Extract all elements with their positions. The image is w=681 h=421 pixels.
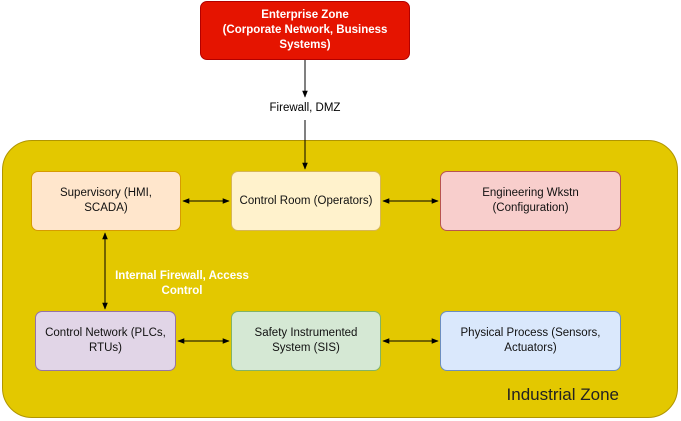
control-network-box[interactable]: Control Network (PLCs, RTUs) (35, 311, 176, 371)
firewall-dmz-label: Firewall, DMZ (269, 102, 341, 114)
sis-label: Safety Instrumented System (SIS) (254, 327, 358, 354)
enterprise-zone-label: Enterprise Zone (Corporate Network, Busi… (222, 9, 388, 51)
control-room-box[interactable]: Control Room (Operators) (231, 171, 381, 231)
industrial-zone-label: Industrial Zone (506, 385, 619, 404)
internal-firewall-label: Internal Firewall, Access Control (115, 270, 249, 297)
physical-process-label: Physical Process (Sensors, Actuators) (460, 327, 601, 354)
engineering-label: Engineering Wkstn (Configuration) (482, 187, 579, 214)
sis-box[interactable]: Safety Instrumented System (SIS) (231, 311, 381, 371)
enterprise-zone-box[interactable]: Enterprise Zone (Corporate Network, Busi… (200, 1, 410, 60)
supervisory-label: Supervisory (HMI, SCADA) (59, 187, 153, 214)
control-network-label: Control Network (PLCs, RTUs) (45, 327, 166, 354)
engineering-box[interactable]: Engineering Wkstn (Configuration) (440, 171, 621, 231)
supervisory-box[interactable]: Supervisory (HMI, SCADA) (31, 171, 181, 231)
control-room-label: Control Room (Operators) (239, 194, 373, 207)
physical-process-box[interactable]: Physical Process (Sensors, Actuators) (440, 311, 621, 371)
